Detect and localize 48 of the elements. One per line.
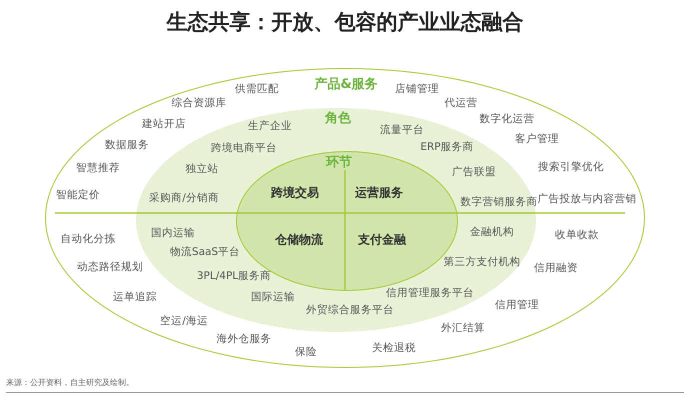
item-label: 动态路径规划 — [77, 260, 143, 274]
item-label: 数据服务 — [105, 138, 149, 152]
item-label: 跨境电商平台 — [211, 141, 277, 155]
item-label: 海外仓服务 — [216, 332, 272, 346]
item-label: 数字化运营 — [480, 112, 534, 126]
item-label: 金融机构 — [470, 225, 514, 239]
item-label: 综合资源库 — [172, 96, 226, 110]
item-label: 收单收款 — [555, 228, 599, 242]
item-label: 采购商/分销商 — [149, 191, 219, 205]
item-label: 店铺管理 — [395, 82, 439, 96]
segment-label: 运营服务 — [355, 184, 403, 202]
item-label: 物流SaaS平台 — [170, 245, 240, 259]
item-label: 保险 — [295, 345, 317, 359]
item-label: 空运/海运 — [160, 314, 208, 328]
item-label: 代运营 — [444, 96, 478, 110]
item-label: 国内运输 — [151, 226, 195, 240]
item-label: 关检退税 — [372, 341, 416, 355]
item-label: 广告投放与内容营销 — [538, 192, 636, 206]
segment-label: 仓储物流 — [275, 232, 323, 248]
item-label: 运单追踪 — [113, 290, 157, 304]
item-label: 智能定价 — [56, 188, 100, 202]
item-label: 3PL/4PL服务商 — [196, 269, 272, 283]
item-label: 外汇结算 — [441, 321, 485, 335]
item-label: 信用融资 — [534, 261, 578, 275]
item-label: 自动化分拣 — [60, 232, 116, 246]
item-label: 数字营销服务商 — [460, 195, 538, 209]
item-label: 信用管理 — [495, 298, 539, 312]
segment-label: 跨境交易 — [271, 184, 319, 202]
item-label: 广告联盟 — [452, 165, 496, 179]
item-label: 搜索引擎优化 — [538, 160, 604, 174]
item-label: 外贸综合服务平台 — [306, 303, 394, 317]
item-label: 流量平台 — [380, 123, 424, 137]
item-label: 供需匹配 — [235, 82, 279, 96]
item-label: ERP服务商 — [420, 140, 474, 154]
ring-heading: 环节 — [326, 154, 352, 171]
item-label: 建站开店 — [142, 117, 186, 131]
item-label: 客户管理 — [515, 132, 559, 146]
ring-heading: 产品&服务 — [314, 76, 378, 93]
item-label: 独立站 — [186, 162, 218, 176]
item-label: 国际运输 — [251, 290, 295, 304]
item-label: 信用管理服务平台 — [386, 286, 474, 300]
source-note: 来源：公开资料，自主研究及绘制。 — [6, 377, 134, 388]
title: 生态共享：开放、包容的产业业态融合 — [166, 9, 524, 36]
item-label: 生产企业 — [248, 119, 292, 133]
segment-label: 支付金融 — [358, 232, 406, 248]
item-label: 智慧推荐 — [76, 161, 120, 175]
item-label: 第三方支付机构 — [444, 255, 520, 269]
ring-heading: 角色 — [325, 110, 351, 127]
